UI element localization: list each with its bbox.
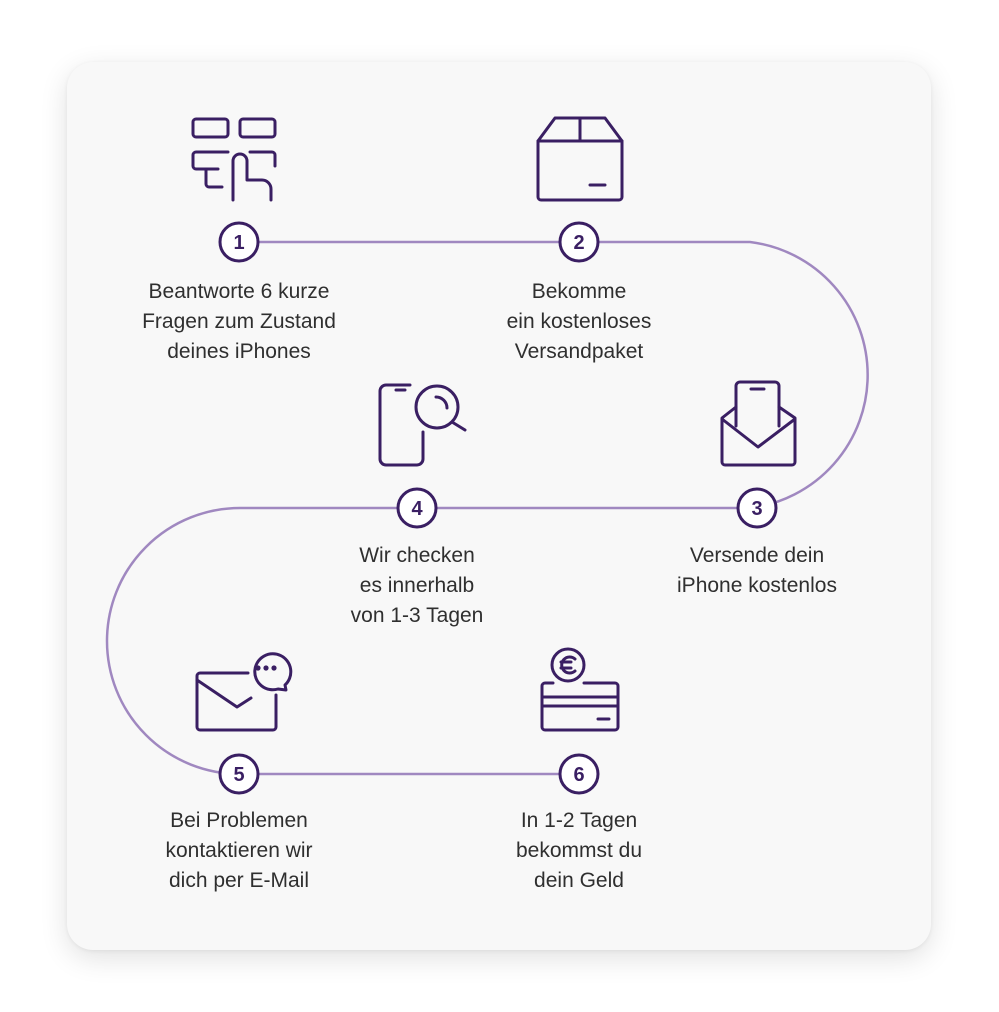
step-5-line-1: Bei Problemen: [170, 809, 308, 832]
mail-chat-icon: [195, 652, 293, 732]
phone-in-envelope-icon: [720, 380, 797, 467]
step-2-description: Bekomme ein kostenloses Versandpaket: [449, 277, 709, 367]
step-6-line-3: dein Geld: [534, 869, 624, 892]
step-2-line-3: Versandpaket: [514, 340, 644, 363]
step-1-line-3: deines iPhones: [167, 340, 311, 363]
step-number: 3: [751, 498, 762, 520]
step-4-line-1: Wir checken: [359, 544, 475, 567]
step-marker-1: 1: [218, 221, 260, 263]
step-3-line-1: Versende dein: [689, 544, 825, 567]
chat-dots: [255, 665, 277, 671]
step-6-line-2: bekommst du: [515, 839, 643, 862]
process-card: [67, 62, 931, 950]
step-4-description: Wir checken es innerhalb von 1-3 Tagen: [287, 541, 547, 631]
step-5-line-2: kontaktieren wir: [165, 839, 313, 862]
step-1-line-1: Beantworte 6 kurze: [148, 280, 330, 303]
step-6-line-1: In 1-2 Tagen: [520, 809, 638, 832]
step-3-description: Versende dein iPhone kostenlos: [627, 541, 887, 601]
step-1-description: Beantworte 6 kurze Fragen zum Zustand de…: [109, 277, 369, 367]
package-box-icon: [536, 116, 624, 202]
step-marker-6: 6: [558, 753, 600, 795]
step-2-line-1: Bekomme: [531, 280, 627, 303]
step-number: 6: [573, 764, 584, 786]
euro-card-icon: [540, 647, 620, 732]
step-1-line-2: Fragen zum Zustand: [142, 310, 336, 333]
step-number: 4: [411, 498, 423, 520]
step-3-line-2: iPhone kostenlos: [677, 574, 837, 597]
step-4-line-3: von 1-3 Tagen: [350, 604, 484, 627]
step-4-line-2: es innerhalb: [359, 574, 475, 597]
step-marker-3: 3: [736, 487, 778, 529]
step-6-description: In 1-2 Tagen bekommst du dein Geld: [449, 806, 709, 896]
step-5-description: Bei Problemen kontaktieren wir dich per …: [109, 806, 369, 896]
step-5-line-3: dich per E-Mail: [168, 869, 310, 892]
questionnaire-tap-icon: [191, 117, 277, 202]
step-2-line-2: ein kostenloses: [506, 310, 652, 333]
phone-magnifier-icon: [378, 383, 467, 467]
step-number: 1: [233, 232, 244, 254]
process-path: [105, 240, 869, 776]
step-marker-5: 5: [218, 753, 260, 795]
step-number: 5: [233, 764, 244, 786]
step-marker-4: 4: [396, 487, 438, 529]
step-marker-2: 2: [558, 221, 600, 263]
step-number: 2: [573, 232, 584, 254]
